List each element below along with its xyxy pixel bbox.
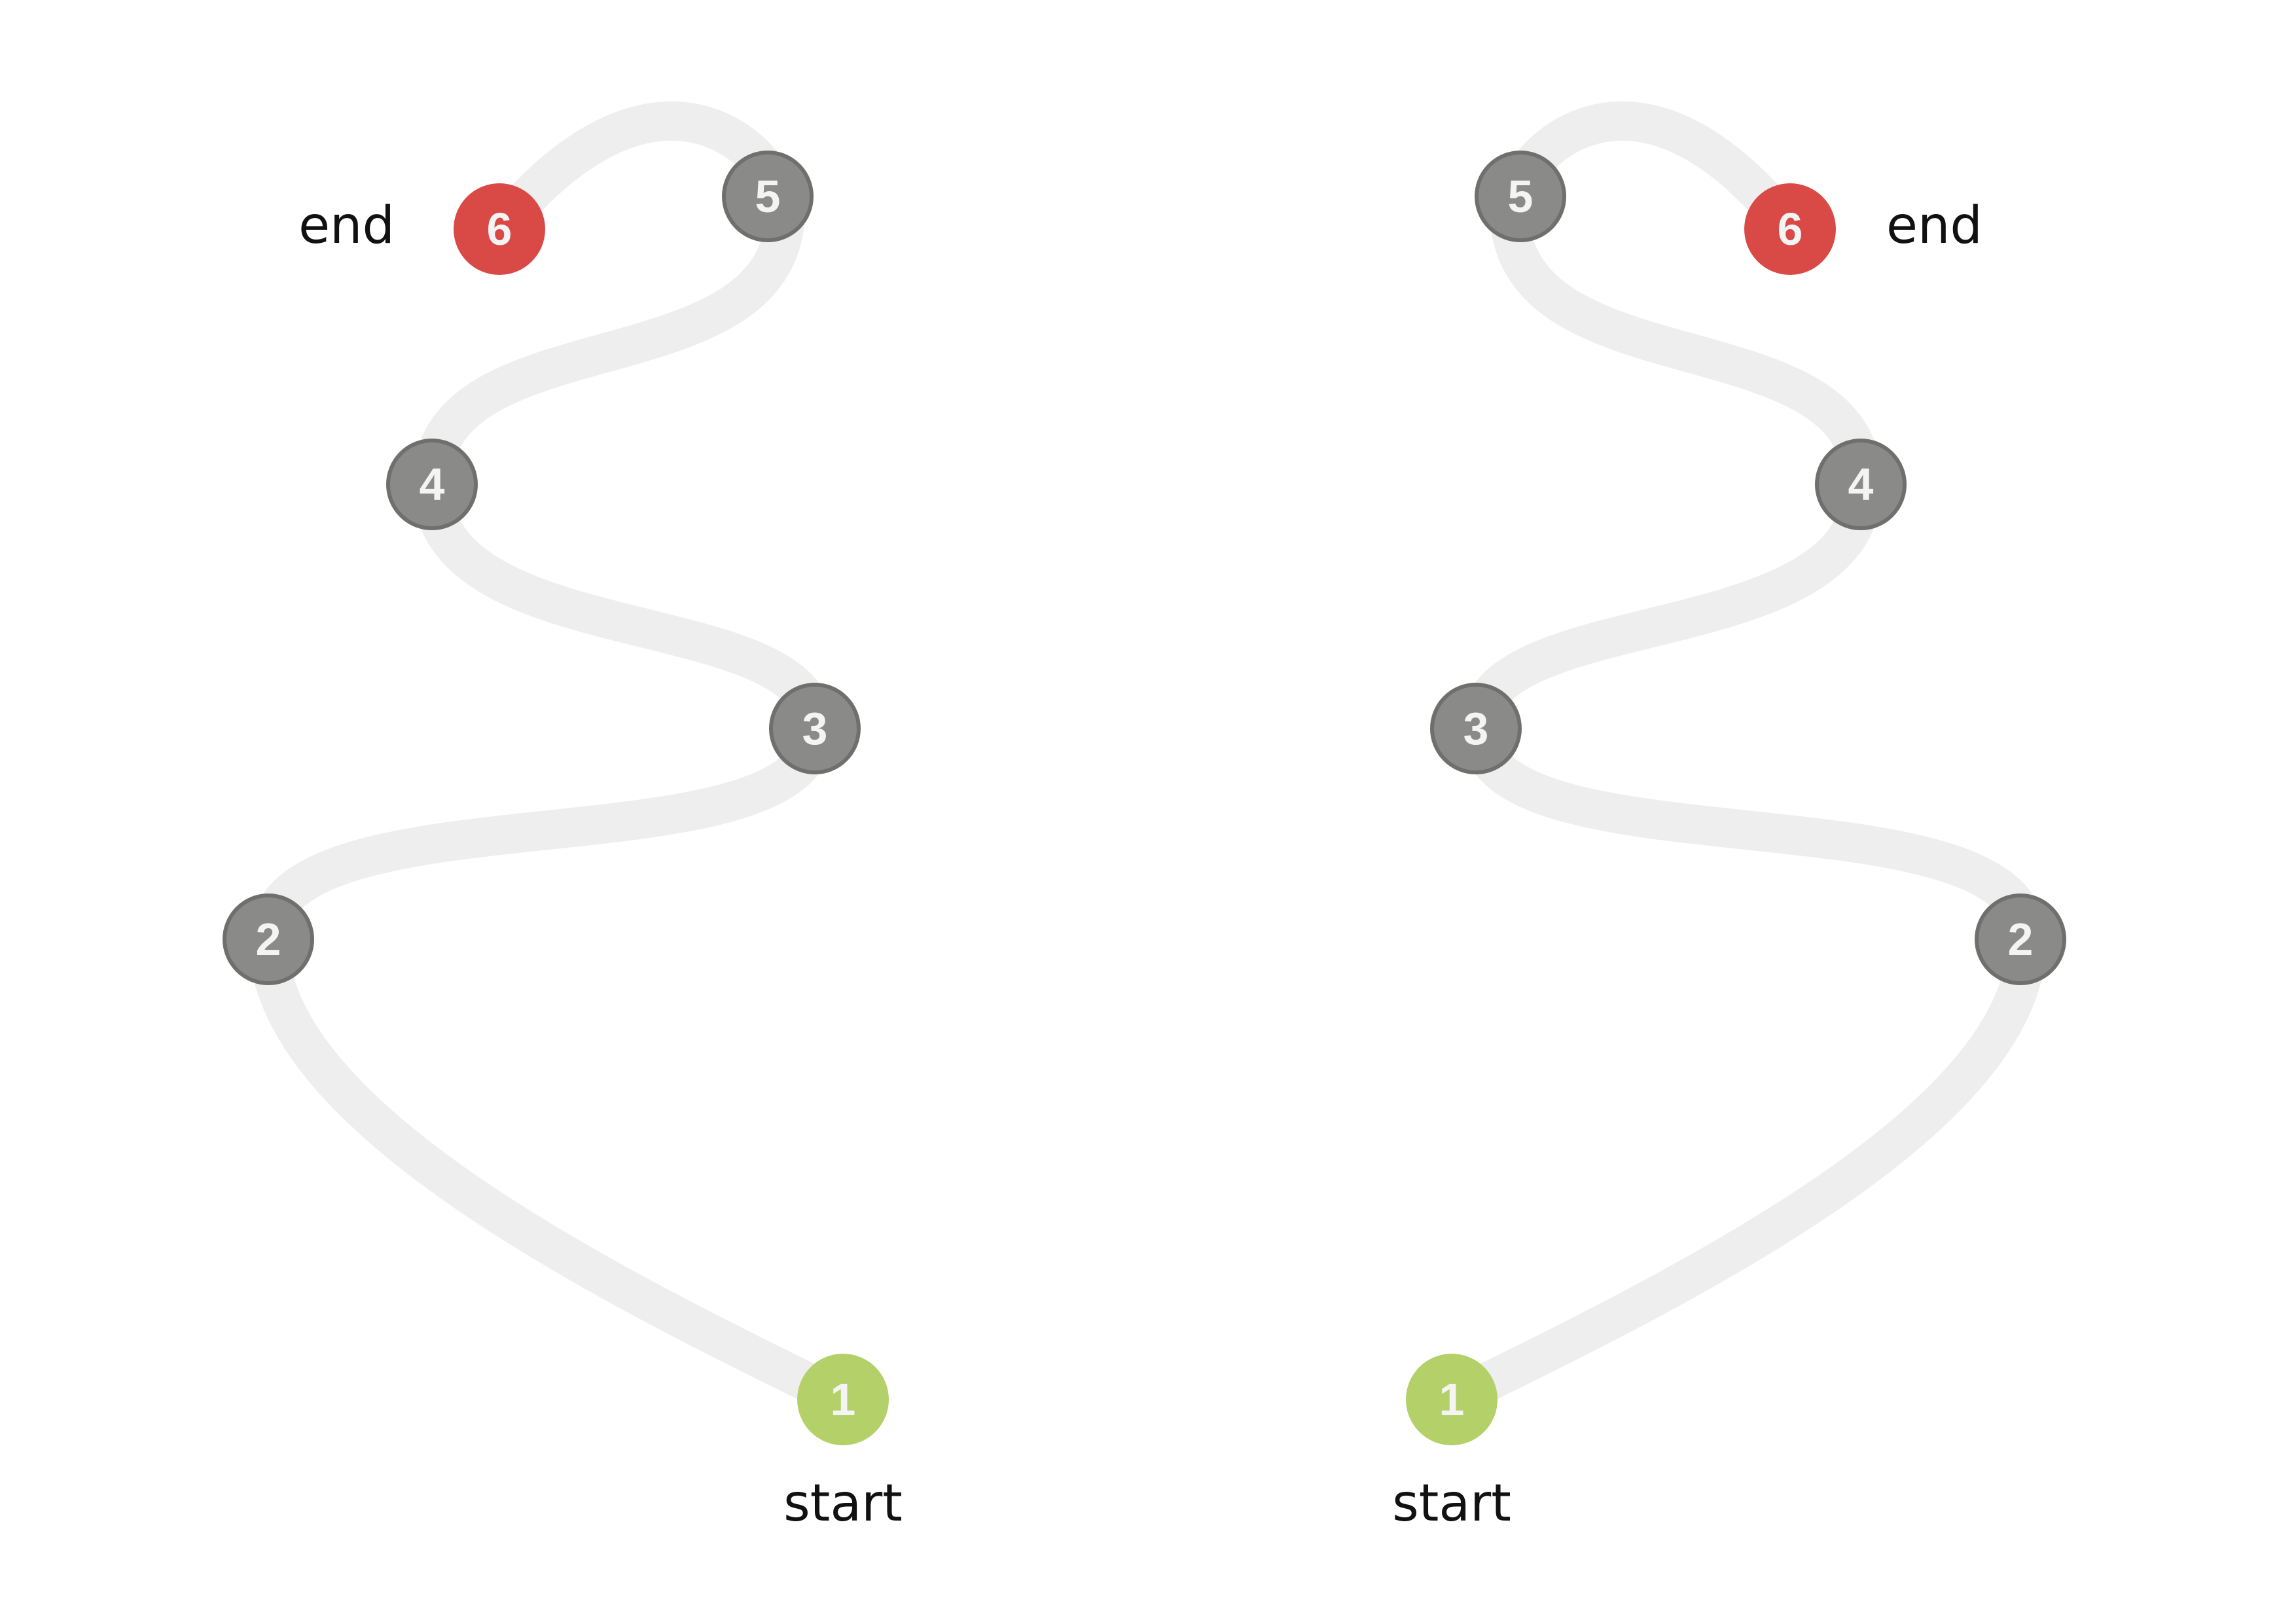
right-node-end: 6: [1744, 183, 1836, 275]
left-node-end-number: 6: [487, 204, 512, 255]
right-end-caption: end: [1886, 196, 1982, 255]
left-node-start-number: 1: [831, 1374, 856, 1425]
right-node-3: 3: [1430, 683, 1522, 774]
left-node-end: 6: [454, 183, 545, 275]
right-start-caption: start: [1392, 1474, 1511, 1533]
left-node-2-number: 2: [256, 914, 281, 965]
right-node-end-number: 6: [1778, 204, 1803, 255]
right-node-2-number: 2: [2008, 914, 2034, 965]
left-route-track: [249, 101, 863, 1419]
right-node-3-number: 3: [1463, 703, 1489, 754]
right-node-start-number: 1: [1439, 1374, 1465, 1425]
left-node-5-number: 5: [755, 171, 781, 222]
left-end-caption: end: [298, 196, 395, 255]
left-node-3: 3: [769, 683, 861, 774]
right-node-5-number: 5: [1508, 171, 1534, 222]
right-node-4-number: 4: [1848, 459, 1874, 510]
right-node-4: 4: [1815, 439, 1907, 530]
left-node-5: 5: [722, 151, 814, 242]
right-node-2: 2: [1975, 893, 2066, 985]
left-node-2: 2: [223, 893, 314, 985]
left-node-4-number: 4: [420, 459, 445, 510]
left-node-start: 1: [797, 1354, 889, 1445]
right-route-track: [1432, 101, 2047, 1419]
left-route: 1 2 3 4 5 6 start end: [223, 101, 903, 1533]
left-node-4: 4: [386, 439, 478, 530]
left-start-caption: start: [783, 1474, 903, 1533]
left-node-3-number: 3: [802, 703, 828, 754]
right-node-start: 1: [1406, 1354, 1498, 1445]
right-node-5: 5: [1475, 151, 1566, 242]
right-route: 1 2 3 4 5 6 start end: [1392, 101, 2066, 1533]
